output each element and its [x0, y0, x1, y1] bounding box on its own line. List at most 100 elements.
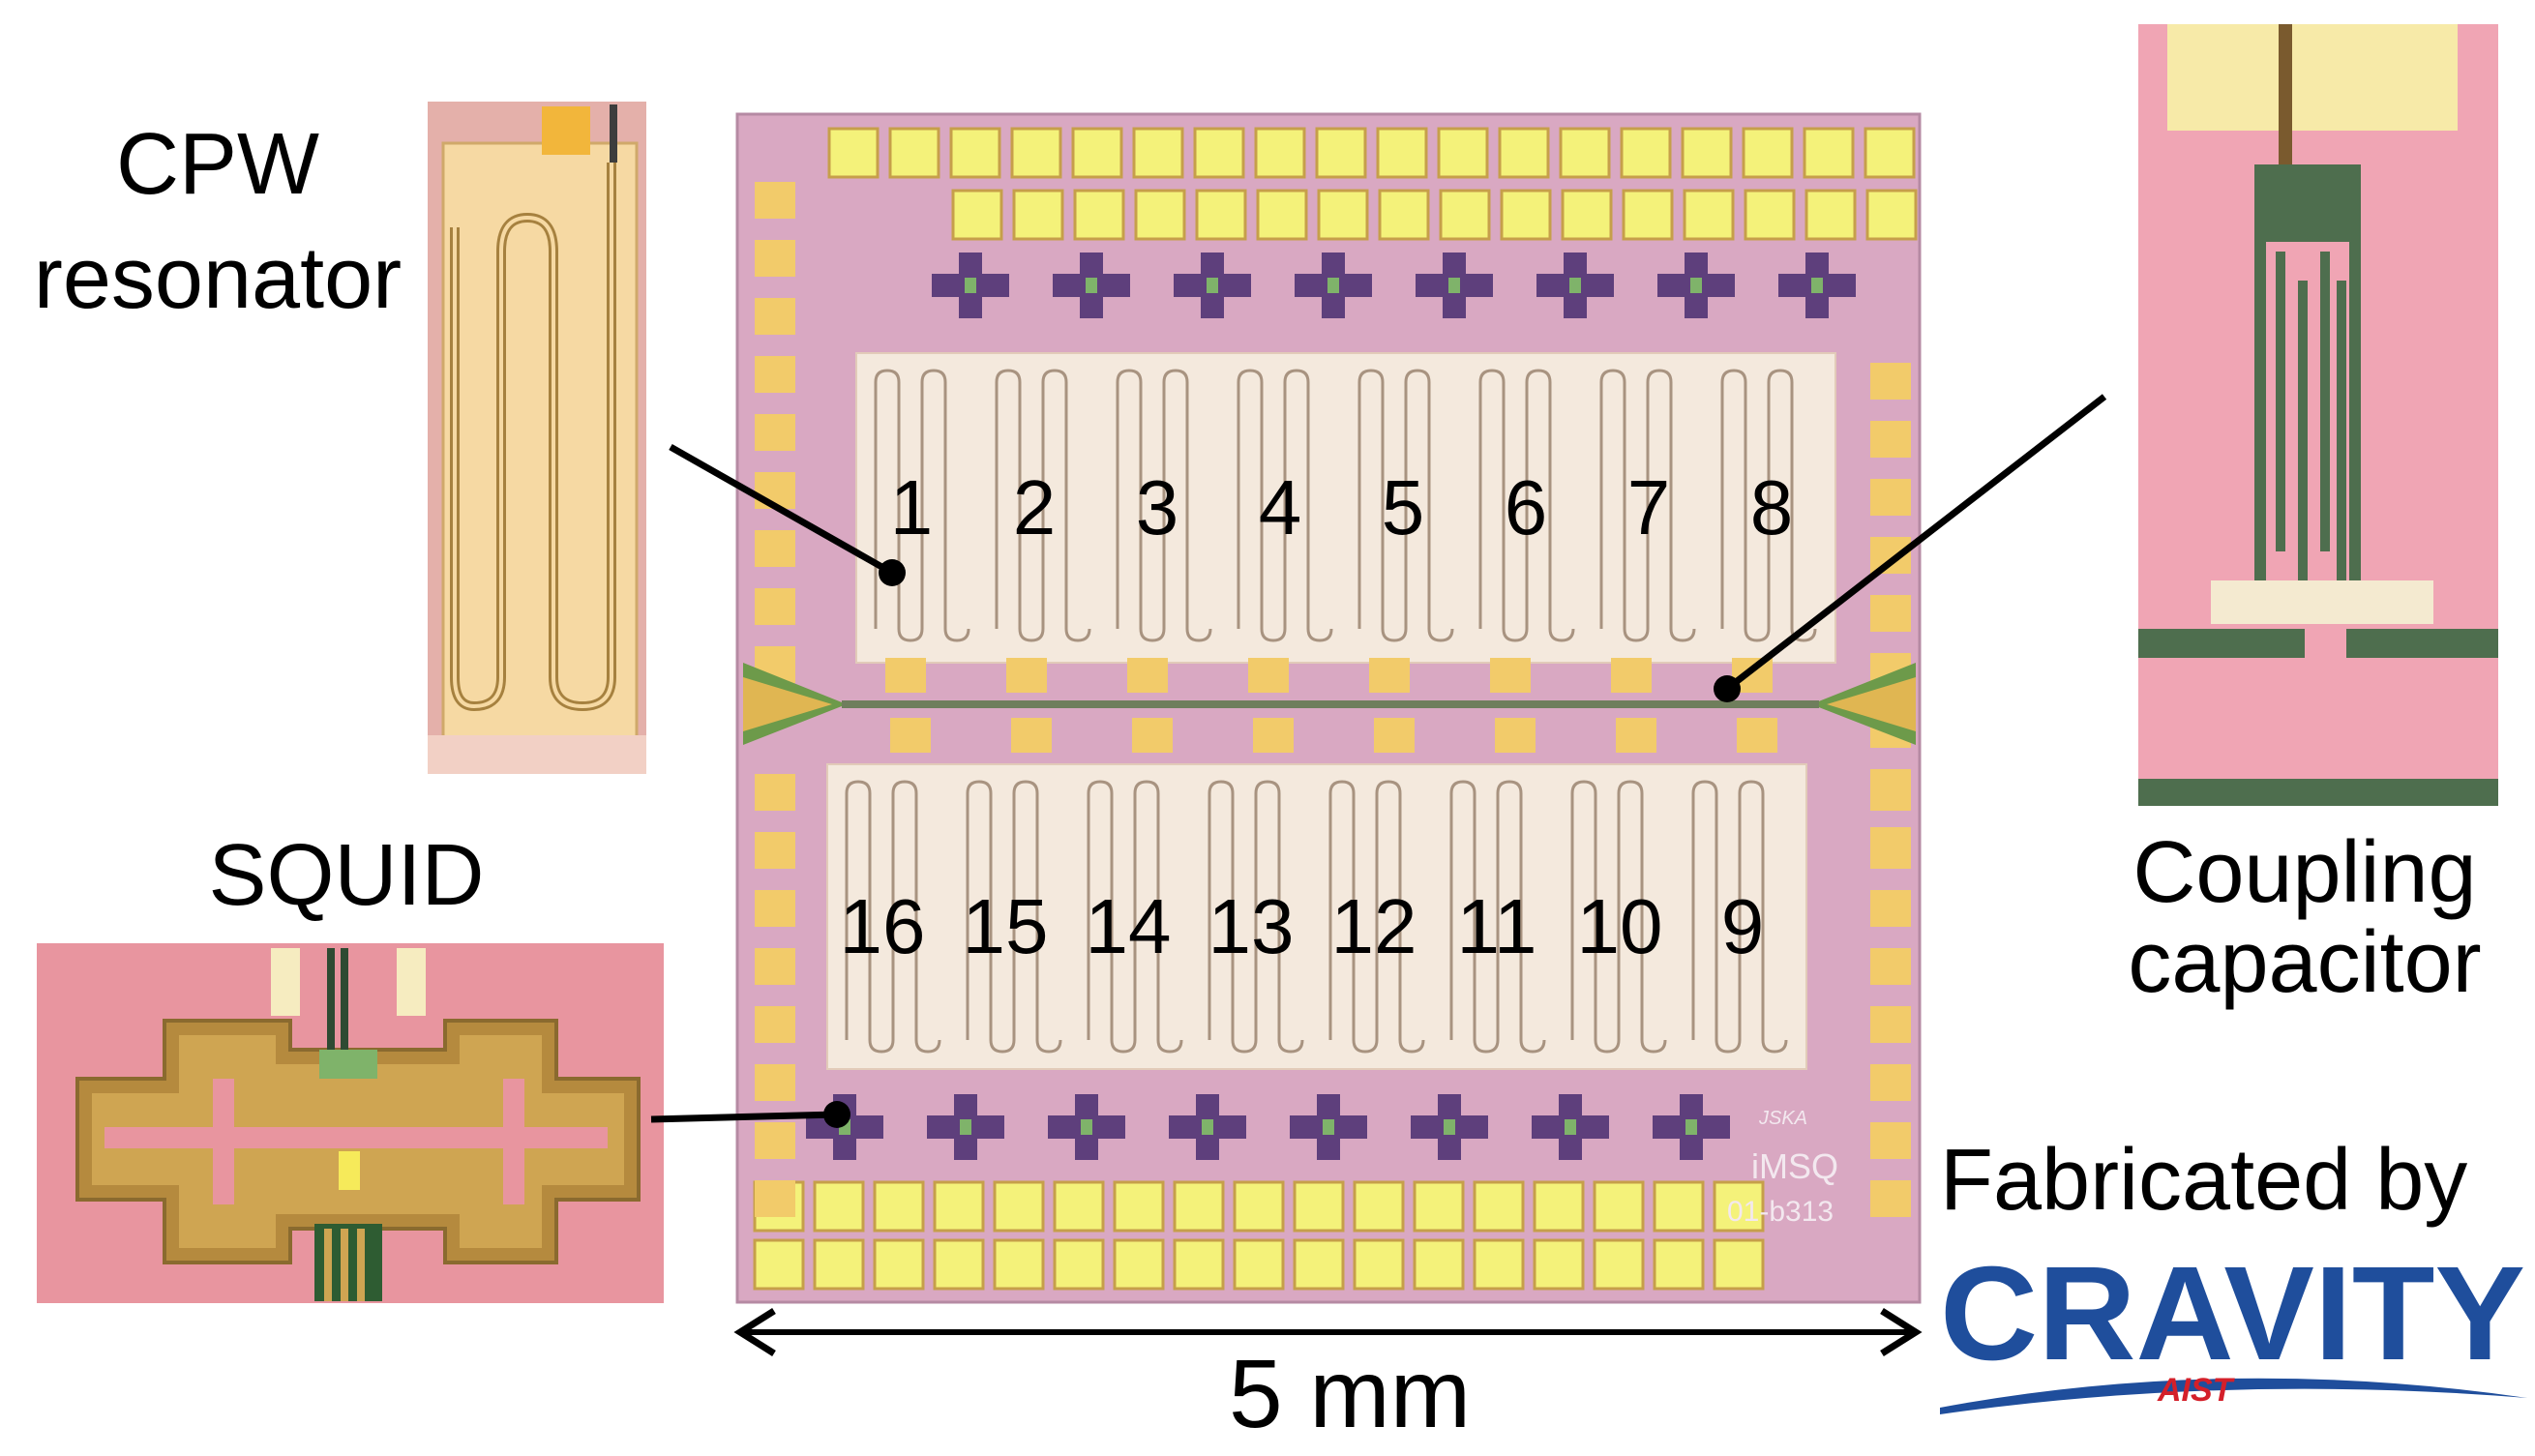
coupling-label-line1: Coupling — [2132, 824, 2476, 921]
side-pad — [755, 182, 795, 219]
bond-pad — [1533, 1238, 1585, 1291]
bond-pad — [827, 127, 880, 179]
bottom-resonator-meanders — [845, 780, 1788, 1054]
coupling-pad — [1374, 718, 1415, 753]
aist-logo-text: AIST — [2157, 1372, 2236, 1409]
bond-pad — [1353, 1180, 1405, 1233]
resonator-number: 16 — [840, 883, 926, 969]
bond-pad — [1413, 1180, 1465, 1233]
bond-pad — [1254, 127, 1306, 179]
side-pad — [1870, 1122, 1911, 1159]
resonator-number: 8 — [1750, 464, 1794, 550]
resonator-meander — [1116, 369, 1212, 642]
resonator-meander — [1599, 369, 1696, 642]
top-squid-row — [932, 253, 1856, 318]
resonator-number: 5 — [1382, 464, 1425, 550]
side-pad — [1870, 890, 1911, 927]
side-pad — [755, 530, 795, 567]
resonator-meander — [1237, 369, 1333, 642]
squid-element — [1174, 253, 1251, 318]
bond-pad — [1713, 1238, 1765, 1291]
bond-pad — [1113, 1238, 1165, 1291]
bond-pad — [993, 1180, 1045, 1233]
side-pad — [755, 948, 795, 985]
leader-lines — [650, 394, 2107, 1128]
bond-pad — [1803, 127, 1855, 179]
bond-pad — [888, 127, 940, 179]
squid-element — [1778, 253, 1856, 318]
resonator-meander — [1449, 780, 1546, 1054]
bond-pad — [1683, 189, 1735, 241]
resonator-meander — [1691, 780, 1788, 1054]
bond-pad — [1317, 189, 1369, 241]
bond-pad — [813, 1238, 865, 1291]
bond-pad — [1293, 1180, 1345, 1233]
bond-pad — [1010, 127, 1062, 179]
side-pad — [1870, 774, 1911, 811]
squid-element — [1653, 1094, 1730, 1160]
bond-pad — [1195, 189, 1247, 241]
bond-pad — [951, 189, 1003, 241]
resonator-number: 4 — [1259, 464, 1302, 550]
cravity-logo: CRAVITY AIST — [1940, 1239, 2527, 1414]
resonator-meander — [874, 369, 970, 642]
feedline-taper-right-inner — [1827, 677, 1916, 731]
bond-pad — [1193, 127, 1245, 179]
bond-pad — [753, 1238, 805, 1291]
resonator-number: 6 — [1505, 464, 1548, 550]
cpw-pointer-dot — [879, 559, 906, 586]
squid-element — [1048, 1094, 1125, 1160]
bond-pad — [1071, 127, 1123, 179]
bottom-squid-row — [806, 1094, 1730, 1160]
bond-pad — [1293, 1238, 1345, 1291]
squid-element — [932, 253, 1009, 318]
side-pad — [755, 832, 795, 869]
bond-pad — [1533, 1180, 1585, 1233]
side-pad — [755, 1180, 795, 1217]
cravity-logo-wordmark: CRAVITY — [1940, 1239, 2525, 1388]
bond-pad — [1256, 189, 1308, 241]
bond-pad — [1132, 127, 1184, 179]
bond-pad — [1376, 127, 1428, 179]
side-pad — [1870, 421, 1911, 458]
side-pad — [755, 1122, 795, 1159]
feedline — [842, 700, 1819, 708]
resonator-number: 1 — [890, 464, 934, 550]
cpw-label-line1: CPW — [116, 116, 319, 213]
resonator-number: 15 — [963, 883, 1049, 969]
coupling-pad — [1253, 718, 1294, 753]
side-pad — [1870, 1180, 1911, 1217]
bond-pad — [1315, 127, 1367, 179]
side-pad — [1870, 948, 1911, 985]
resonator-number: 12 — [1331, 883, 1417, 969]
resonator-number: 11 — [1456, 883, 1536, 969]
squid-element — [1536, 253, 1614, 318]
bond-pad — [1593, 1180, 1645, 1233]
coupling-label-line2: capacitor — [2128, 914, 2481, 1011]
bond-pad — [1559, 127, 1611, 179]
bond-pad — [1473, 1180, 1525, 1233]
bond-pad — [1439, 189, 1491, 241]
top-bond-pads — [827, 127, 1918, 241]
bond-pad — [1622, 189, 1674, 241]
chip-marking-line3: 01-b313 — [1727, 1196, 1834, 1228]
feedline-taper-left-inner — [743, 677, 832, 731]
bond-pad — [1742, 127, 1794, 179]
resonator-meander — [1570, 780, 1667, 1054]
bond-pad — [1713, 1180, 1765, 1233]
top-resonator-meanders — [874, 369, 1817, 642]
squid-element — [1411, 1094, 1488, 1160]
top-resonator-region — [855, 352, 1836, 664]
coupling-pad — [1369, 658, 1410, 693]
bond-pad — [1113, 1180, 1165, 1233]
side-pad — [755, 588, 795, 625]
scale-bar: 5 mm — [733, 1308, 1923, 1448]
capacitor-pointer-dot — [1714, 675, 1741, 702]
bond-pad — [1173, 1238, 1225, 1291]
resonator-meander — [1208, 780, 1304, 1054]
coupling-pad — [1011, 718, 1052, 753]
squid-element — [927, 1094, 1004, 1160]
bond-pad — [1134, 189, 1186, 241]
